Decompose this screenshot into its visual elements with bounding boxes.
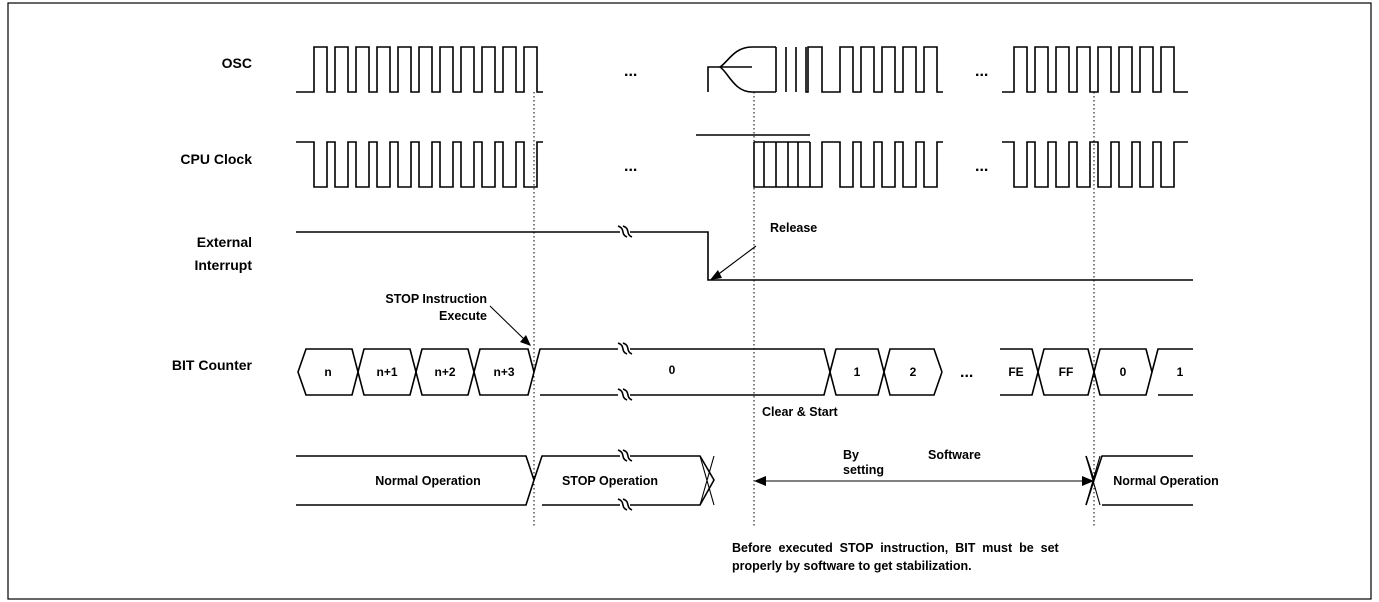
bit-value-1: 1 (854, 365, 861, 379)
bit-break-bottom (617, 388, 633, 401)
stop-instruction-line2: Execute (439, 309, 487, 323)
osc-burst-2 (1002, 46, 1188, 93)
bit-counter-label: BIT Counter (172, 357, 253, 373)
release-arrow (715, 245, 757, 277)
bit-value-fe: FE (1008, 365, 1023, 379)
cpu-mid-ellipsis: ... (975, 158, 988, 175)
bit-break-top (617, 342, 633, 355)
osc-unstable-osc (752, 46, 943, 93)
span-arrowhead-right (1082, 476, 1094, 486)
normal-operation-label-1: Normal Operation (375, 474, 481, 488)
bit-value-n1: n+1 (376, 365, 397, 379)
bit-cell-1b (1151, 348, 1193, 396)
op-stop-left (533, 455, 620, 506)
cpu-clock-label: CPU Clock (180, 151, 252, 167)
bit-cell-2-bottom (883, 371, 943, 396)
figure-frame (7, 2, 1372, 600)
operation-bus (296, 449, 1193, 511)
stop-instruction-arrow (489, 305, 527, 342)
stop-instruction-arrowhead (520, 335, 531, 346)
software-label: Software (928, 448, 981, 462)
bit-cell-0-right (630, 348, 831, 396)
stop-instruction-line1: STOP Instruction (385, 292, 487, 306)
span-arrowhead-left (754, 476, 766, 486)
op-break-top (617, 449, 633, 462)
by-label: By (843, 448, 859, 462)
cpu-clock-waveform (296, 134, 1188, 188)
ext-break-mark (617, 225, 633, 238)
normal-operation-label-2: Normal Operation (1113, 474, 1219, 488)
osc-gap-ellipsis: ... (624, 63, 637, 80)
bit-value-n3: n+3 (493, 365, 514, 379)
clear-start-label: Clear & Start (762, 405, 839, 419)
cpu-burst-1 (296, 141, 543, 188)
note-line2: properly by software to get stabilizatio… (732, 559, 972, 573)
osc-burst-1 (296, 46, 543, 93)
bit-value-0: 0 (669, 363, 676, 377)
interrupt-label-line2: Interrupt (194, 257, 252, 273)
bit-value-n: n (324, 365, 331, 379)
osc-waveform (296, 46, 1188, 93)
bit-cell-2 (883, 348, 943, 373)
osc-wake-ramp (707, 66, 752, 92)
release-arrowhead (710, 270, 722, 280)
bit-value-n2: n+2 (434, 365, 455, 379)
op-normal2-cross (1085, 455, 1101, 506)
setting-label: setting (843, 463, 884, 477)
op-stop-right (630, 455, 715, 506)
external-label-line1: External (197, 234, 252, 250)
bit-value-ff: FF (1059, 365, 1074, 379)
bit-value-1b: 1 (1177, 365, 1184, 379)
cpu-gap-ellipsis: ... (624, 158, 637, 175)
external-interrupt-waveform (296, 225, 1193, 281)
note-line1: Before executed STOP instruction, BIT mu… (732, 541, 1060, 555)
osc-label: OSC (222, 55, 252, 71)
bit-cell-0-left (533, 348, 618, 396)
bit-mid-ellipsis: ... (960, 364, 973, 381)
osc-bulb (718, 46, 753, 93)
op-break-bottom (617, 498, 633, 511)
cpu-resume (753, 141, 943, 188)
osc-mid-ellipsis: ... (975, 63, 988, 80)
bit-value-2: 2 (910, 365, 917, 379)
release-label: Release (770, 221, 817, 235)
bit-counter-bus (297, 342, 1193, 401)
cpu-burst-2 (1002, 141, 1188, 188)
ext-high-2 (630, 231, 1193, 281)
bit-cell-n (297, 348, 359, 396)
op-stop-end-cross (699, 455, 715, 506)
stop-operation-label: STOP Operation (562, 474, 658, 488)
bit-value-0b: 0 (1120, 365, 1127, 379)
